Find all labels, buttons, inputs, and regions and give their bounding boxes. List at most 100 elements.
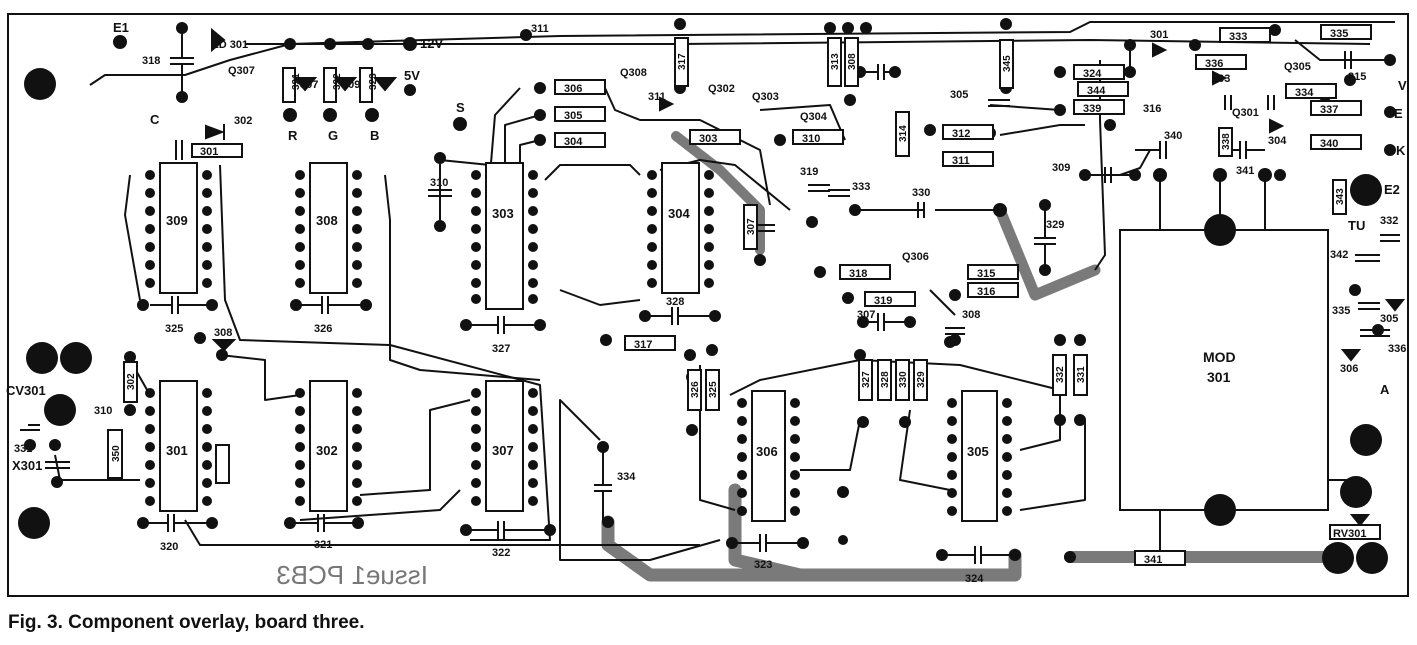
resistor-label: 331 bbox=[1076, 366, 1087, 383]
cap-label: 322 bbox=[492, 547, 510, 559]
vertical-resistor-labels: 321 322 323 317 313 308 345 314 307 338 … bbox=[111, 53, 1346, 462]
cap-label: 319 bbox=[800, 166, 818, 178]
resistor-label: 335 bbox=[1330, 28, 1348, 40]
cap-label: 307 bbox=[857, 309, 875, 321]
cap-label: 325 bbox=[165, 323, 183, 335]
cap-label: 311 bbox=[531, 23, 549, 35]
cap-label: 305 bbox=[950, 89, 968, 101]
module-mod301: MOD 301 bbox=[1119, 214, 1329, 526]
resistor-label: 317 bbox=[677, 53, 688, 70]
cap-label: 323 bbox=[754, 559, 772, 571]
resistor-label: 324 bbox=[1083, 68, 1102, 80]
connector-e: E bbox=[1394, 106, 1403, 121]
resistor-label: 305 bbox=[564, 110, 582, 122]
cap-label: 324 bbox=[965, 573, 984, 585]
resistor-label: 316 bbox=[977, 286, 995, 298]
transistor-label: Q303 bbox=[752, 91, 779, 103]
resistor-label: 350 bbox=[111, 445, 122, 462]
resistor-label: 311 bbox=[952, 155, 970, 167]
diode-symbols bbox=[205, 27, 1406, 527]
board-outline bbox=[7, 13, 1409, 597]
resistor-label: 344 bbox=[1087, 85, 1106, 97]
connector-x301: X301 bbox=[12, 458, 42, 473]
resistor-label: 323 bbox=[368, 73, 379, 90]
connector-c: C bbox=[150, 112, 160, 127]
resistor-label: 334 bbox=[1295, 87, 1314, 99]
diode-label: 301 bbox=[1150, 29, 1168, 41]
transistor-label: Q307 bbox=[228, 65, 255, 77]
transistor-label: Q306 bbox=[902, 251, 929, 263]
resistor-label: 329 bbox=[916, 371, 927, 388]
capacitor-labels: 318 325 326 327 328 320 321 322 334 323 … bbox=[14, 23, 1406, 585]
connector-v: V bbox=[1398, 78, 1407, 93]
resistor-label: 317 bbox=[634, 339, 652, 351]
resistor-label: 304 bbox=[564, 136, 583, 148]
transistor-label: Q302 bbox=[708, 83, 735, 95]
resistor-label: 301 bbox=[200, 146, 218, 158]
cap-label: 329 bbox=[1046, 219, 1064, 231]
resistor-label: 341 bbox=[1144, 554, 1162, 566]
connector-12v: 12V bbox=[420, 36, 443, 51]
ic-labels: 309 308 303 304 301 302 307 306 305 bbox=[166, 206, 989, 459]
diode-label: 305 bbox=[1380, 313, 1398, 325]
resistor-label: 339 bbox=[1083, 103, 1101, 115]
transistor-label: Q301 bbox=[1232, 107, 1259, 119]
ic-label: 304 bbox=[668, 206, 690, 221]
cap-label: 320 bbox=[160, 541, 178, 553]
resistor-label: 327 bbox=[861, 371, 872, 388]
cap-label: 331 bbox=[14, 443, 32, 455]
diode-label: 304 bbox=[1268, 135, 1287, 147]
diode-label: 303 bbox=[1212, 73, 1230, 85]
resistor-label: 333 bbox=[1229, 31, 1247, 43]
connector-label: RV301 bbox=[1333, 528, 1366, 540]
resistor-label: 312 bbox=[952, 128, 970, 140]
resistor-label: 315 bbox=[977, 268, 995, 280]
ic-bodies bbox=[159, 162, 998, 522]
diode-label: 306 bbox=[1340, 363, 1358, 375]
pad-letter: G bbox=[328, 128, 338, 143]
resistor-label: 318 bbox=[849, 268, 867, 280]
board-marking: Issue1 PCB3 bbox=[276, 560, 428, 590]
resistor-label: 307 bbox=[746, 218, 757, 235]
cap-label: 332 bbox=[1380, 215, 1398, 227]
resistor-label: 337 bbox=[1320, 104, 1338, 116]
ic-label: 305 bbox=[967, 444, 989, 459]
connector-cv301: CV301 bbox=[6, 383, 46, 398]
cap-label: 318 bbox=[142, 55, 160, 67]
connector-e1: E1 bbox=[113, 20, 129, 35]
connector-a: A bbox=[1380, 382, 1390, 397]
resistor-label: 332 bbox=[1055, 366, 1066, 383]
transistor-labels: Q307 Q308 Q303 Q302 Q304 Q306 Q305 Q301 bbox=[228, 61, 1311, 263]
resistor-label: 345 bbox=[1002, 55, 1013, 72]
cap-label: 340 bbox=[1164, 130, 1182, 142]
resistor-label: 319 bbox=[874, 295, 892, 307]
resistor-label: 310 bbox=[802, 133, 820, 145]
cap-label: 328 bbox=[666, 296, 684, 308]
cap-label: 330 bbox=[912, 187, 930, 199]
ic-label: 302 bbox=[316, 443, 338, 458]
cap-label: 335 bbox=[1332, 305, 1350, 317]
resistor-label: 314 bbox=[898, 125, 909, 142]
diode-label: 309 bbox=[342, 79, 360, 91]
cap-label: 321 bbox=[314, 539, 332, 551]
connector-e2: E2 bbox=[1384, 182, 1400, 197]
cap-label: 310 bbox=[430, 177, 448, 189]
resistor-label: 326 bbox=[690, 381, 701, 398]
cap-label: 333 bbox=[852, 181, 870, 193]
resistor-label: 328 bbox=[880, 371, 891, 388]
cap-label: 309 bbox=[1052, 162, 1070, 174]
resistor-label: 306 bbox=[564, 83, 582, 95]
resistor-label: 308 bbox=[847, 53, 858, 70]
connector-k: K bbox=[1396, 143, 1406, 158]
cap-label: 316 bbox=[1143, 103, 1161, 115]
module-label: MOD bbox=[1203, 349, 1236, 365]
cap-label: 341 bbox=[1236, 165, 1254, 177]
ic-pins bbox=[145, 170, 1012, 516]
diode-label: 311 bbox=[648, 91, 666, 103]
resistor-label: 325 bbox=[708, 381, 719, 398]
large-pads bbox=[18, 68, 1388, 574]
resistor-label: 336 bbox=[1205, 58, 1223, 70]
vertical-resistors bbox=[107, 37, 1347, 484]
connector-labels: E1 12V 5V S C V E K E2 TU A CV301 X301 R… bbox=[6, 20, 1407, 473]
